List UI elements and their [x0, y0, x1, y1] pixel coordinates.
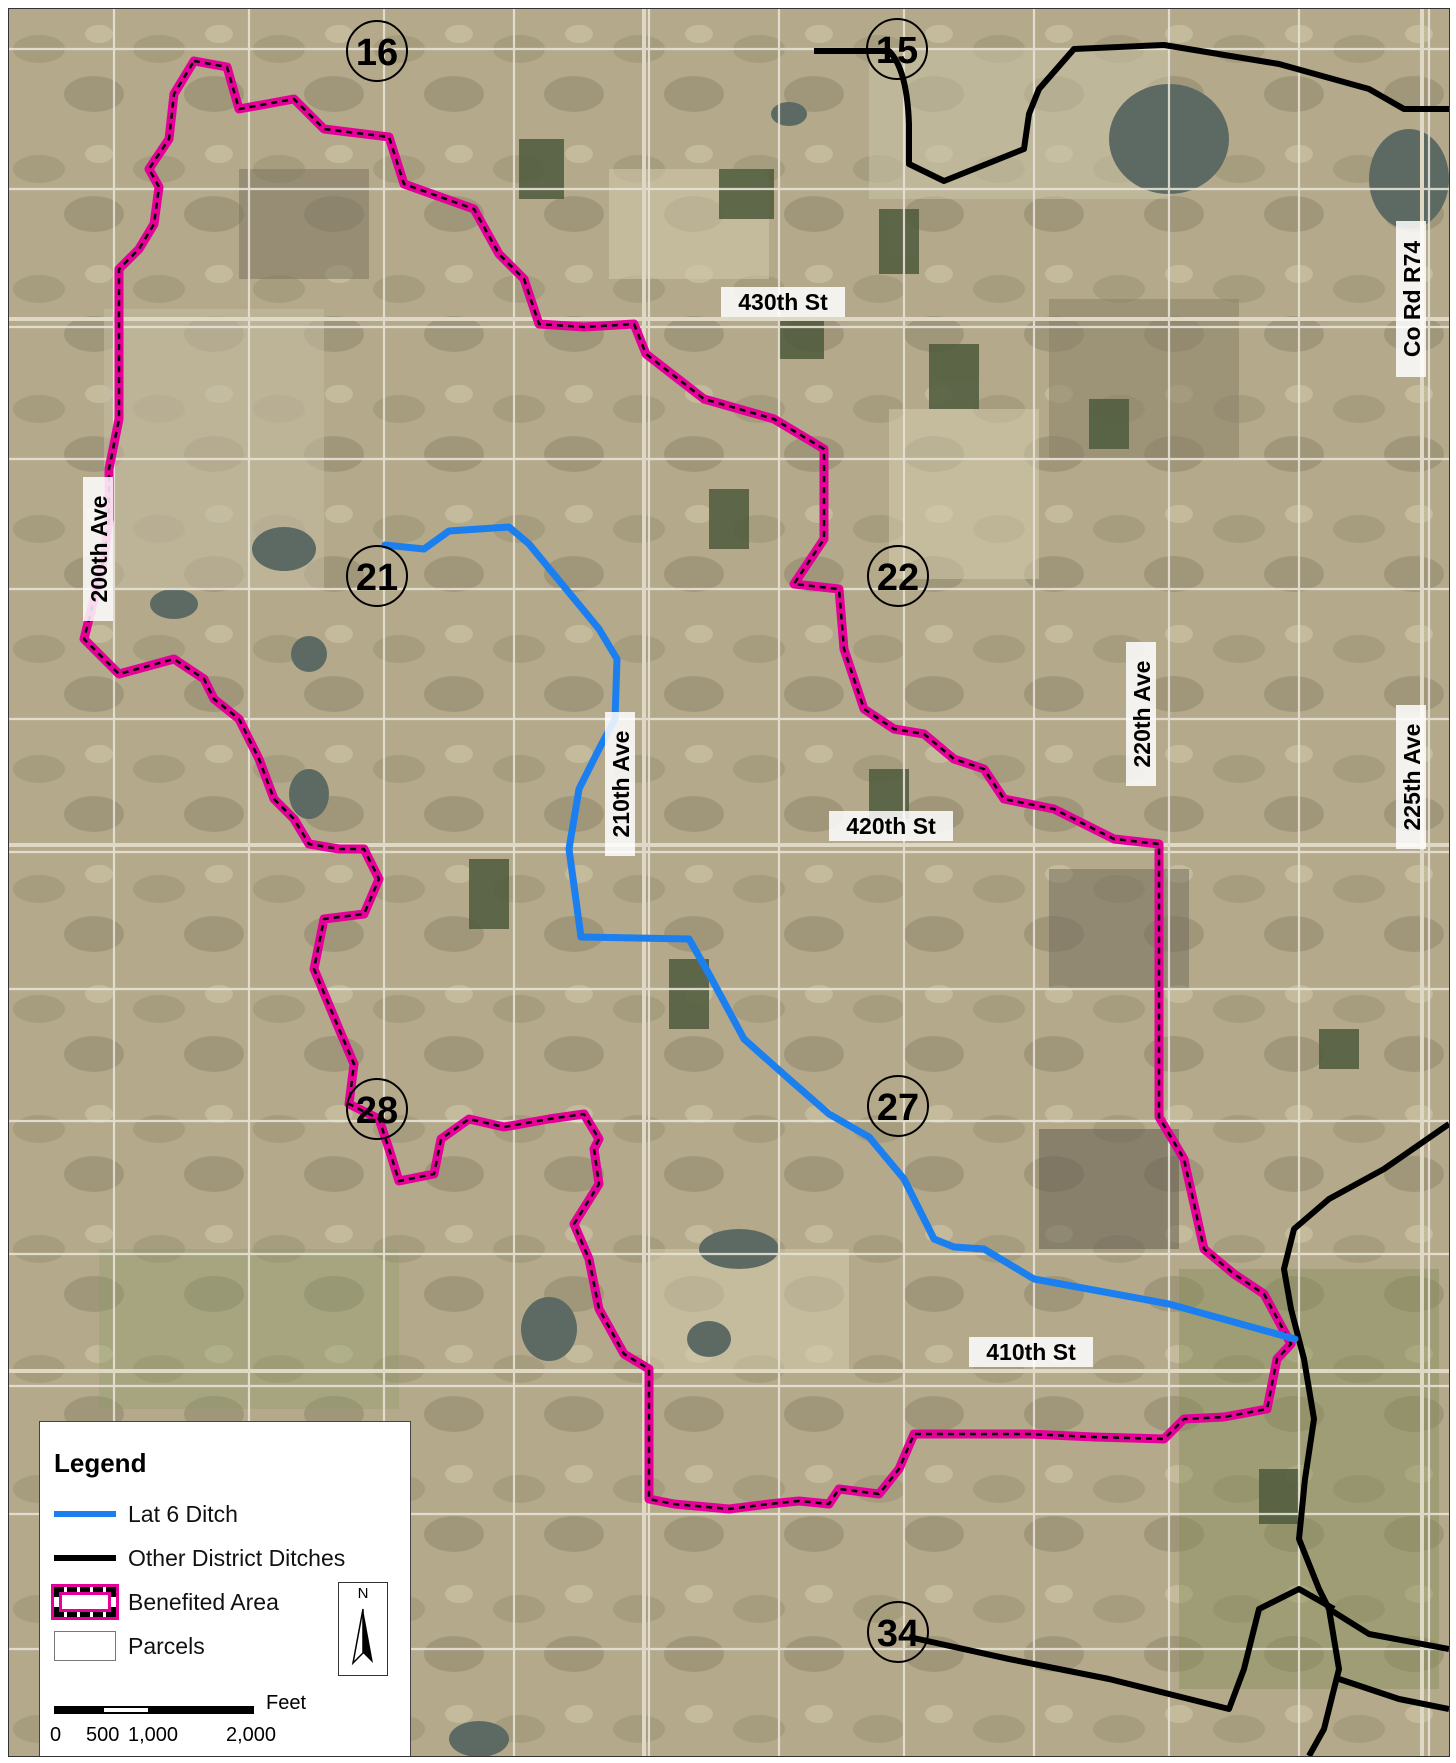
legend-label: Parcels	[128, 1632, 205, 1659]
other-district-ditches	[814, 42, 1449, 1756]
section-number: 15	[876, 30, 918, 72]
legend-label: Benefited Area	[128, 1588, 279, 1615]
north-arrow: N	[338, 1582, 388, 1676]
scale-tick-1000: 1,000	[128, 1724, 179, 1746]
scale-tick-500: 500	[86, 1724, 120, 1746]
road-label-430th: 430th St	[738, 289, 828, 315]
scale-bar: Feet 0 500 1,000 2,000	[50, 1692, 394, 1756]
section-number: 16	[356, 32, 398, 74]
benefited-area	[79, 56, 1296, 1514]
scale-seg	[150, 1706, 254, 1714]
road-labels: 430th St 420th St 410th St 200th Ave 210…	[83, 221, 1426, 1367]
road-label-410th: 410th St	[986, 1339, 1076, 1365]
benefited-area-swatch	[54, 1587, 116, 1617]
section-number: 34	[877, 1613, 919, 1655]
north-arrow-icon	[351, 1608, 373, 1666]
legend-item-benefited-area: Benefited Area	[54, 1582, 279, 1622]
land-cover	[99, 49, 1439, 1689]
scale-tick-0: 0	[50, 1724, 62, 1746]
section-number: 27	[877, 1087, 919, 1129]
legend-item-lat6: Lat 6 Ditch	[54, 1494, 238, 1534]
section-marker-22: 22	[867, 545, 929, 607]
road-label-220th: 220th Ave	[1129, 661, 1155, 768]
road-label-200th: 200th Ave	[86, 496, 112, 603]
section-marker-28: 28	[346, 1078, 408, 1140]
section-marker-16: 16	[346, 20, 408, 82]
scale-seg	[102, 1706, 150, 1714]
section-marker-21: 21	[346, 545, 408, 607]
north-label: N	[357, 1585, 369, 1602]
scale-unit: Feet	[266, 1692, 307, 1714]
map-frame[interactable]: 16 15 21 22 28 27 34 430th St	[8, 8, 1450, 1757]
legend-item-other-ditches: Other District Ditches	[54, 1538, 345, 1578]
parcel-lines	[9, 9, 1449, 1756]
section-number: 21	[356, 557, 398, 599]
scale-tick-2000: 2,000	[226, 1724, 277, 1746]
road-label-420th: 420th St	[846, 813, 936, 839]
other-ditch-swatch	[54, 1543, 116, 1573]
parcels-swatch	[54, 1631, 116, 1661]
road-label-210th: 210th Ave	[608, 731, 634, 838]
lat6-swatch	[54, 1499, 116, 1529]
legend-label: Lat 6 Ditch	[128, 1500, 238, 1527]
legend: Legend Lat 6 Ditch Other District Ditche…	[39, 1421, 411, 1756]
section-marker-15: 15	[866, 18, 928, 80]
legend-title: Legend	[54, 1448, 147, 1478]
road-label-co-rd-r74: Co Rd R74	[1399, 241, 1425, 358]
legend-item-parcels: Parcels	[54, 1626, 205, 1666]
legend-label: Other District Ditches	[128, 1544, 346, 1571]
road-label-225th: 225th Ave	[1399, 724, 1425, 831]
section-number: 28	[356, 1090, 398, 1132]
section-number: 22	[877, 557, 919, 599]
section-marker-27: 27	[867, 1075, 929, 1137]
scale-seg	[54, 1706, 102, 1714]
lat6-ditch	[381, 523, 1299, 1343]
section-marker-34: 34	[867, 1601, 929, 1663]
